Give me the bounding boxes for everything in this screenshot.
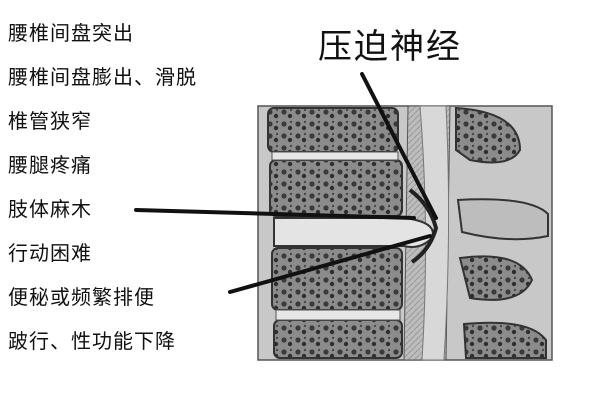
pointer-line-title (360, 72, 438, 220)
vertebra-body-2 (269, 159, 403, 217)
posterior-processes (455, 106, 549, 359)
process-3 (458, 255, 534, 301)
process-2 (456, 198, 549, 241)
process-1 (455, 106, 522, 164)
symptom-bowel-issues: 便秘或频繁排便 (8, 285, 155, 309)
intervertebral-discs (271, 151, 434, 321)
pointer-line-bowel (228, 234, 432, 294)
symptom-spinal-stenosis: 椎管狭窄 (8, 109, 92, 133)
vertebra-body-3 (271, 247, 403, 311)
symptom-limping-sexual-decline: 跛行、性功能下降 (8, 329, 176, 353)
pointer-line-numbness (134, 208, 416, 220)
vertebra-body-1 (267, 107, 399, 153)
symptom-disc-bulge-slippage: 腰椎间盘膨出、滑脱 (8, 65, 197, 89)
nerve-compression-label: 压迫神经 (318, 27, 462, 67)
symptom-lumbar-disc-herniation: 腰椎间盘突出 (8, 21, 134, 45)
process-4 (462, 321, 547, 359)
disc-1 (271, 151, 399, 161)
symptom-limb-numbness: 肢体麻木 (8, 197, 92, 221)
vertebra-body-4 (273, 319, 403, 359)
disc-3 (275, 309, 401, 321)
nerve-root (408, 188, 439, 264)
symptom-mobility-difficulty: 行动困难 (8, 241, 92, 265)
symptom-back-leg-pain: 腰腿疼痛 (8, 153, 92, 177)
